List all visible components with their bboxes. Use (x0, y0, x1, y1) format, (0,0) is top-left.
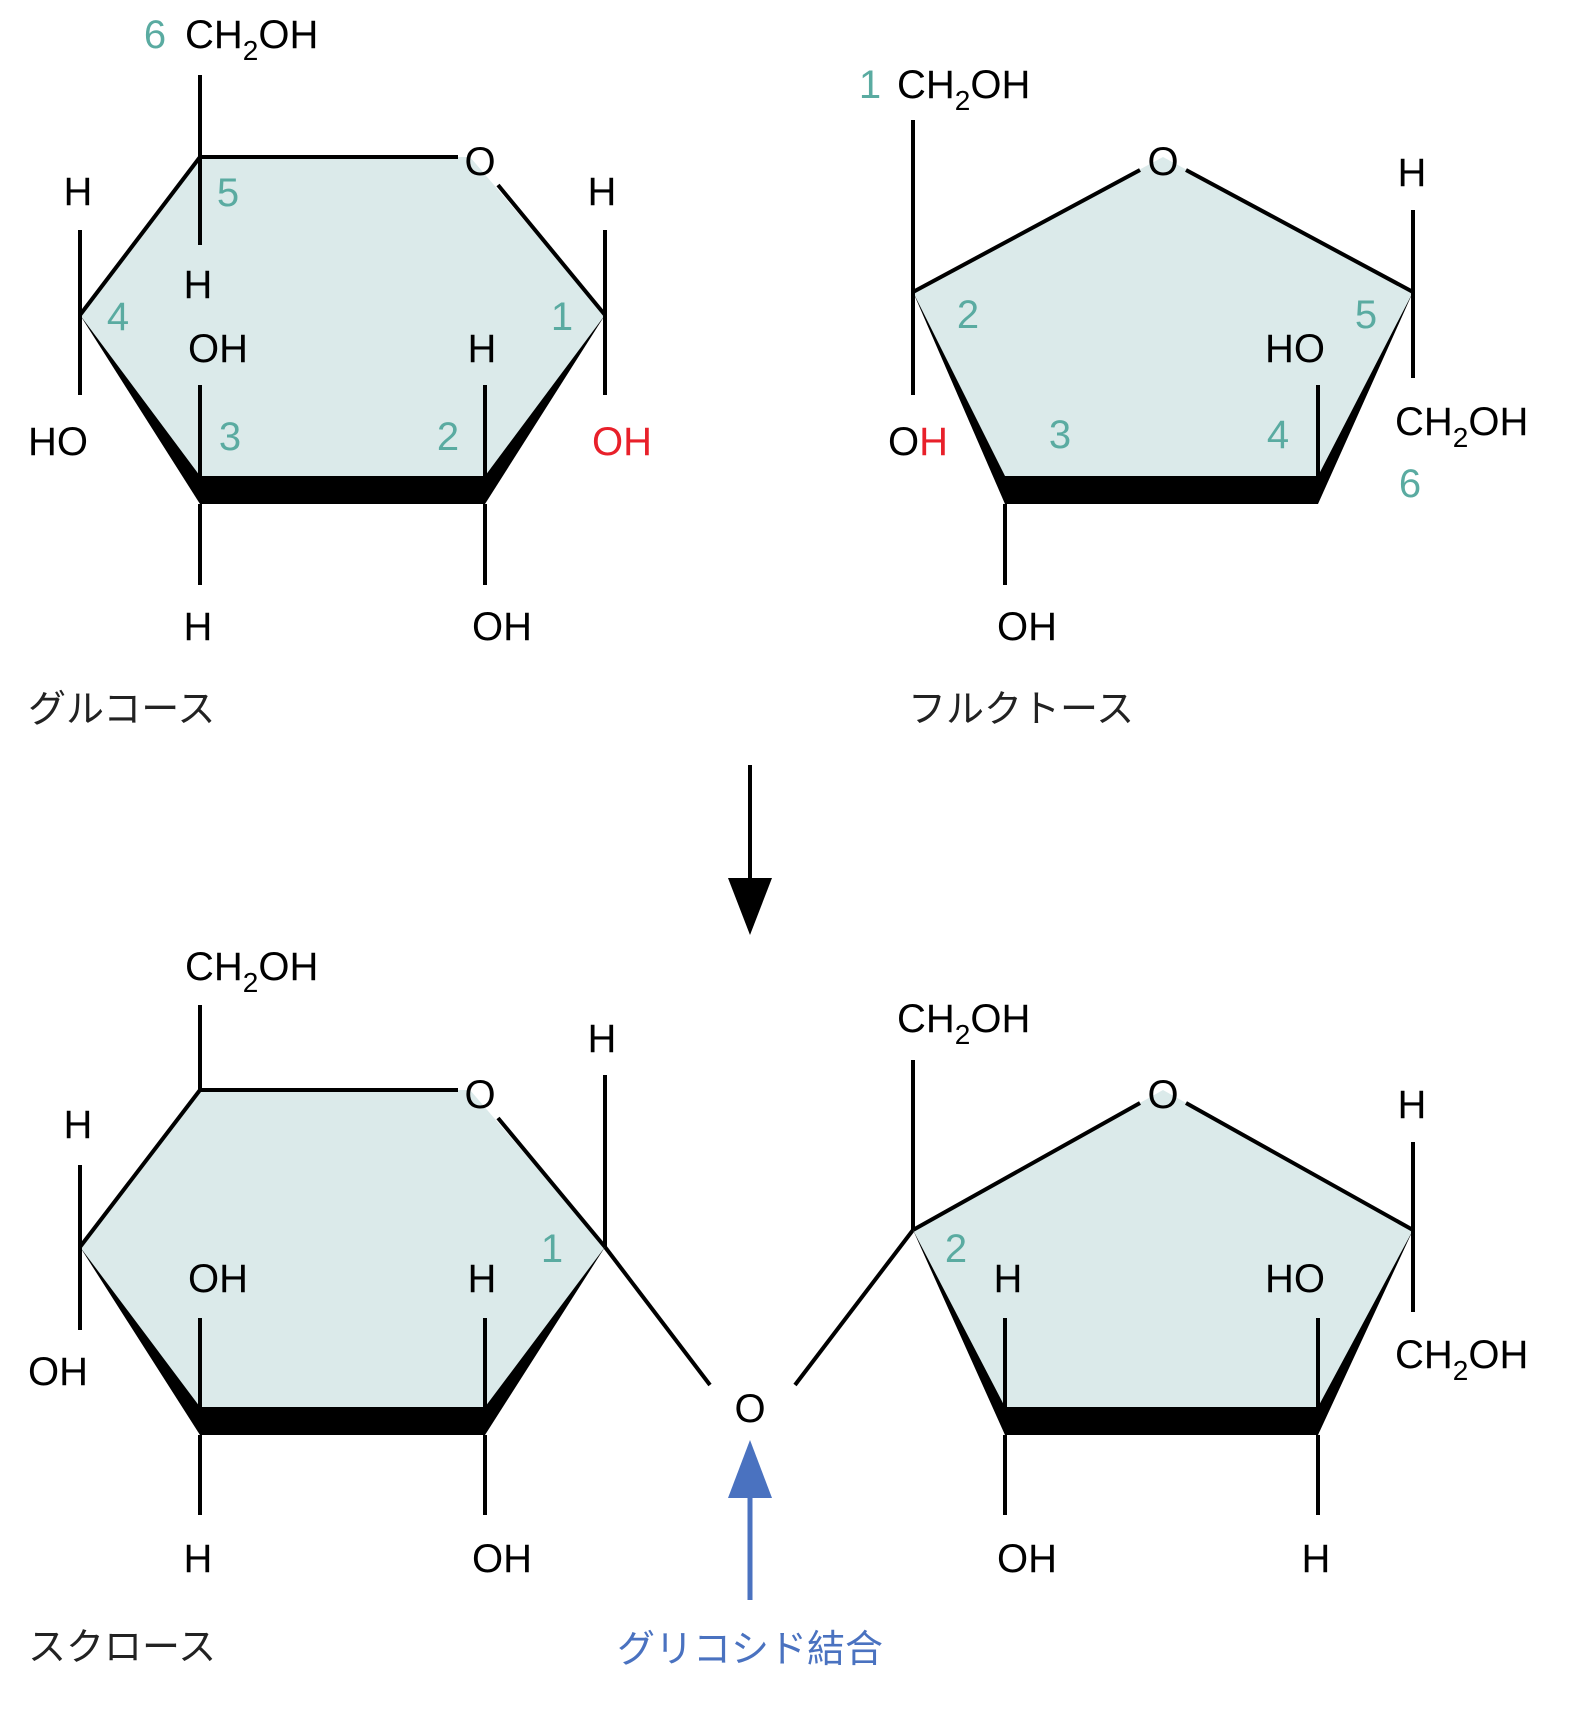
fructose-molecule: O 1 CH2OH 2 OH 3 OH 4 HO 5 H CH2OH 6 フルク… (859, 63, 1528, 731)
fructose-ring (913, 157, 1413, 490)
sucrose-glucose-c3-oh: OH (188, 1257, 248, 1301)
fructose-carbon-2: 2 (957, 293, 979, 337)
sucrose-glucose-c4-oh: OH (28, 1350, 88, 1394)
glucose-carbon-3: 3 (219, 415, 241, 459)
glucose-c4-ho: HO (28, 420, 88, 464)
sucrose-fructose-ring (913, 1090, 1413, 1421)
fructose-bold-bond-left (913, 292, 1005, 504)
glucose-ring (80, 157, 605, 490)
glucose-carbon-5: 5 (217, 171, 239, 215)
sucrose-glucose-c3-h: H (184, 1537, 213, 1581)
sucrose-fructose-c3-oh: OH (997, 1537, 1057, 1581)
glucose-label: グルコース (28, 687, 215, 731)
glycosidic-bond-label: グリコシド結合 (617, 1627, 883, 1671)
glucose-carbon-2: 2 (437, 415, 459, 459)
sucrose-glucose-ch2oh: CH2OH (185, 945, 318, 998)
glucose-ring-oxygen: O (464, 140, 495, 184)
sucrose-molecule: O CH2OH H OH OH H H OH H 1 O O CH2OH 2 H… (28, 945, 1528, 1669)
fructose-bold-bond-bottom (1005, 476, 1318, 504)
fructose-c3-oh: OH (997, 605, 1057, 649)
glucose-c1-oh-reacting: OH (592, 420, 652, 464)
sucrose-glucose-ring-oxygen: O (464, 1073, 495, 1117)
sucrose-label: スクロース (28, 1625, 216, 1669)
sucrose-fructose-c1-ch2oh: CH2OH (897, 997, 1030, 1050)
fructose-c1-ch2oh: CH2OH (897, 63, 1030, 116)
glucose-carbon-6: 6 (144, 13, 166, 57)
fructose-c2-oh: OH (888, 420, 948, 464)
sucrose-glucose-c1-h: H (588, 1017, 617, 1061)
glucose-c5-h: H (184, 263, 213, 307)
sucrose-glucose-c2-oh: OH (472, 1537, 532, 1581)
glucose-c3-oh: OH (188, 327, 248, 371)
sucrose-glucose-c4-h: H (64, 1103, 93, 1147)
glucose-bold-bond-bottom (200, 476, 485, 504)
sucrose-fructose-c4-h: H (1302, 1537, 1331, 1581)
glycosidic-bond-pointer: グリコシド結合 (617, 1440, 883, 1671)
sucrose-glucose-c2-h: H (468, 1257, 497, 1301)
glucose-molecule: O 6 CH2OH 5 H H 4 HO OH 3 H H 2 OH H 1 O… (28, 13, 652, 731)
glucose-bold-bond-left (80, 315, 200, 504)
sucrose-fructose-c4-ho: HO (1265, 1257, 1325, 1301)
reaction-arrow (728, 765, 772, 935)
glucose-c2-oh: OH (472, 605, 532, 649)
fructose-carbon-6: 6 (1399, 462, 1421, 506)
sucrose-glucose-ring (80, 1090, 605, 1421)
fructose-carbon-4: 4 (1267, 413, 1289, 457)
sucrose-fructose-c5-h: H (1398, 1083, 1427, 1127)
fructose-carbon-3: 3 (1049, 413, 1071, 457)
glucose-c2-h: H (468, 327, 497, 371)
fructose-carbon-5: 5 (1355, 293, 1377, 337)
sucrose-fructose-c3-h: H (994, 1257, 1023, 1301)
glucose-c1-h: H (588, 170, 617, 214)
sucrose-fructose-carbon-2: 2 (945, 1227, 967, 1271)
fructose-c6-ch2oh: CH2OH (1395, 400, 1528, 453)
sucrose-bridge-oxygen: O (734, 1387, 765, 1431)
fructose-label: フルクトース (908, 687, 1134, 731)
glucose-carbon-1: 1 (551, 295, 573, 339)
glucose-c4-h: H (64, 170, 93, 214)
glucose-ch2oh: CH2OH (185, 13, 318, 66)
fructose-bold-bond-right (1318, 292, 1413, 504)
sucrose-fructose-c6-ch2oh: CH2OH (1395, 1333, 1528, 1386)
glucose-bold-bond-right (485, 315, 605, 504)
fructose-c5-h: H (1398, 151, 1427, 195)
fructose-c4-ho: HO (1265, 327, 1325, 371)
glucose-carbon-4: 4 (107, 295, 129, 339)
sucrose-fructose-ring-oxygen: O (1147, 1073, 1178, 1117)
glycosidic-bond-arrowhead (728, 1440, 772, 1498)
sucrose-glucose-carbon-1: 1 (541, 1227, 563, 1271)
fructose-carbon-1: 1 (859, 63, 881, 107)
fructose-ring-oxygen: O (1147, 140, 1178, 184)
glucose-c3-h: H (184, 605, 213, 649)
